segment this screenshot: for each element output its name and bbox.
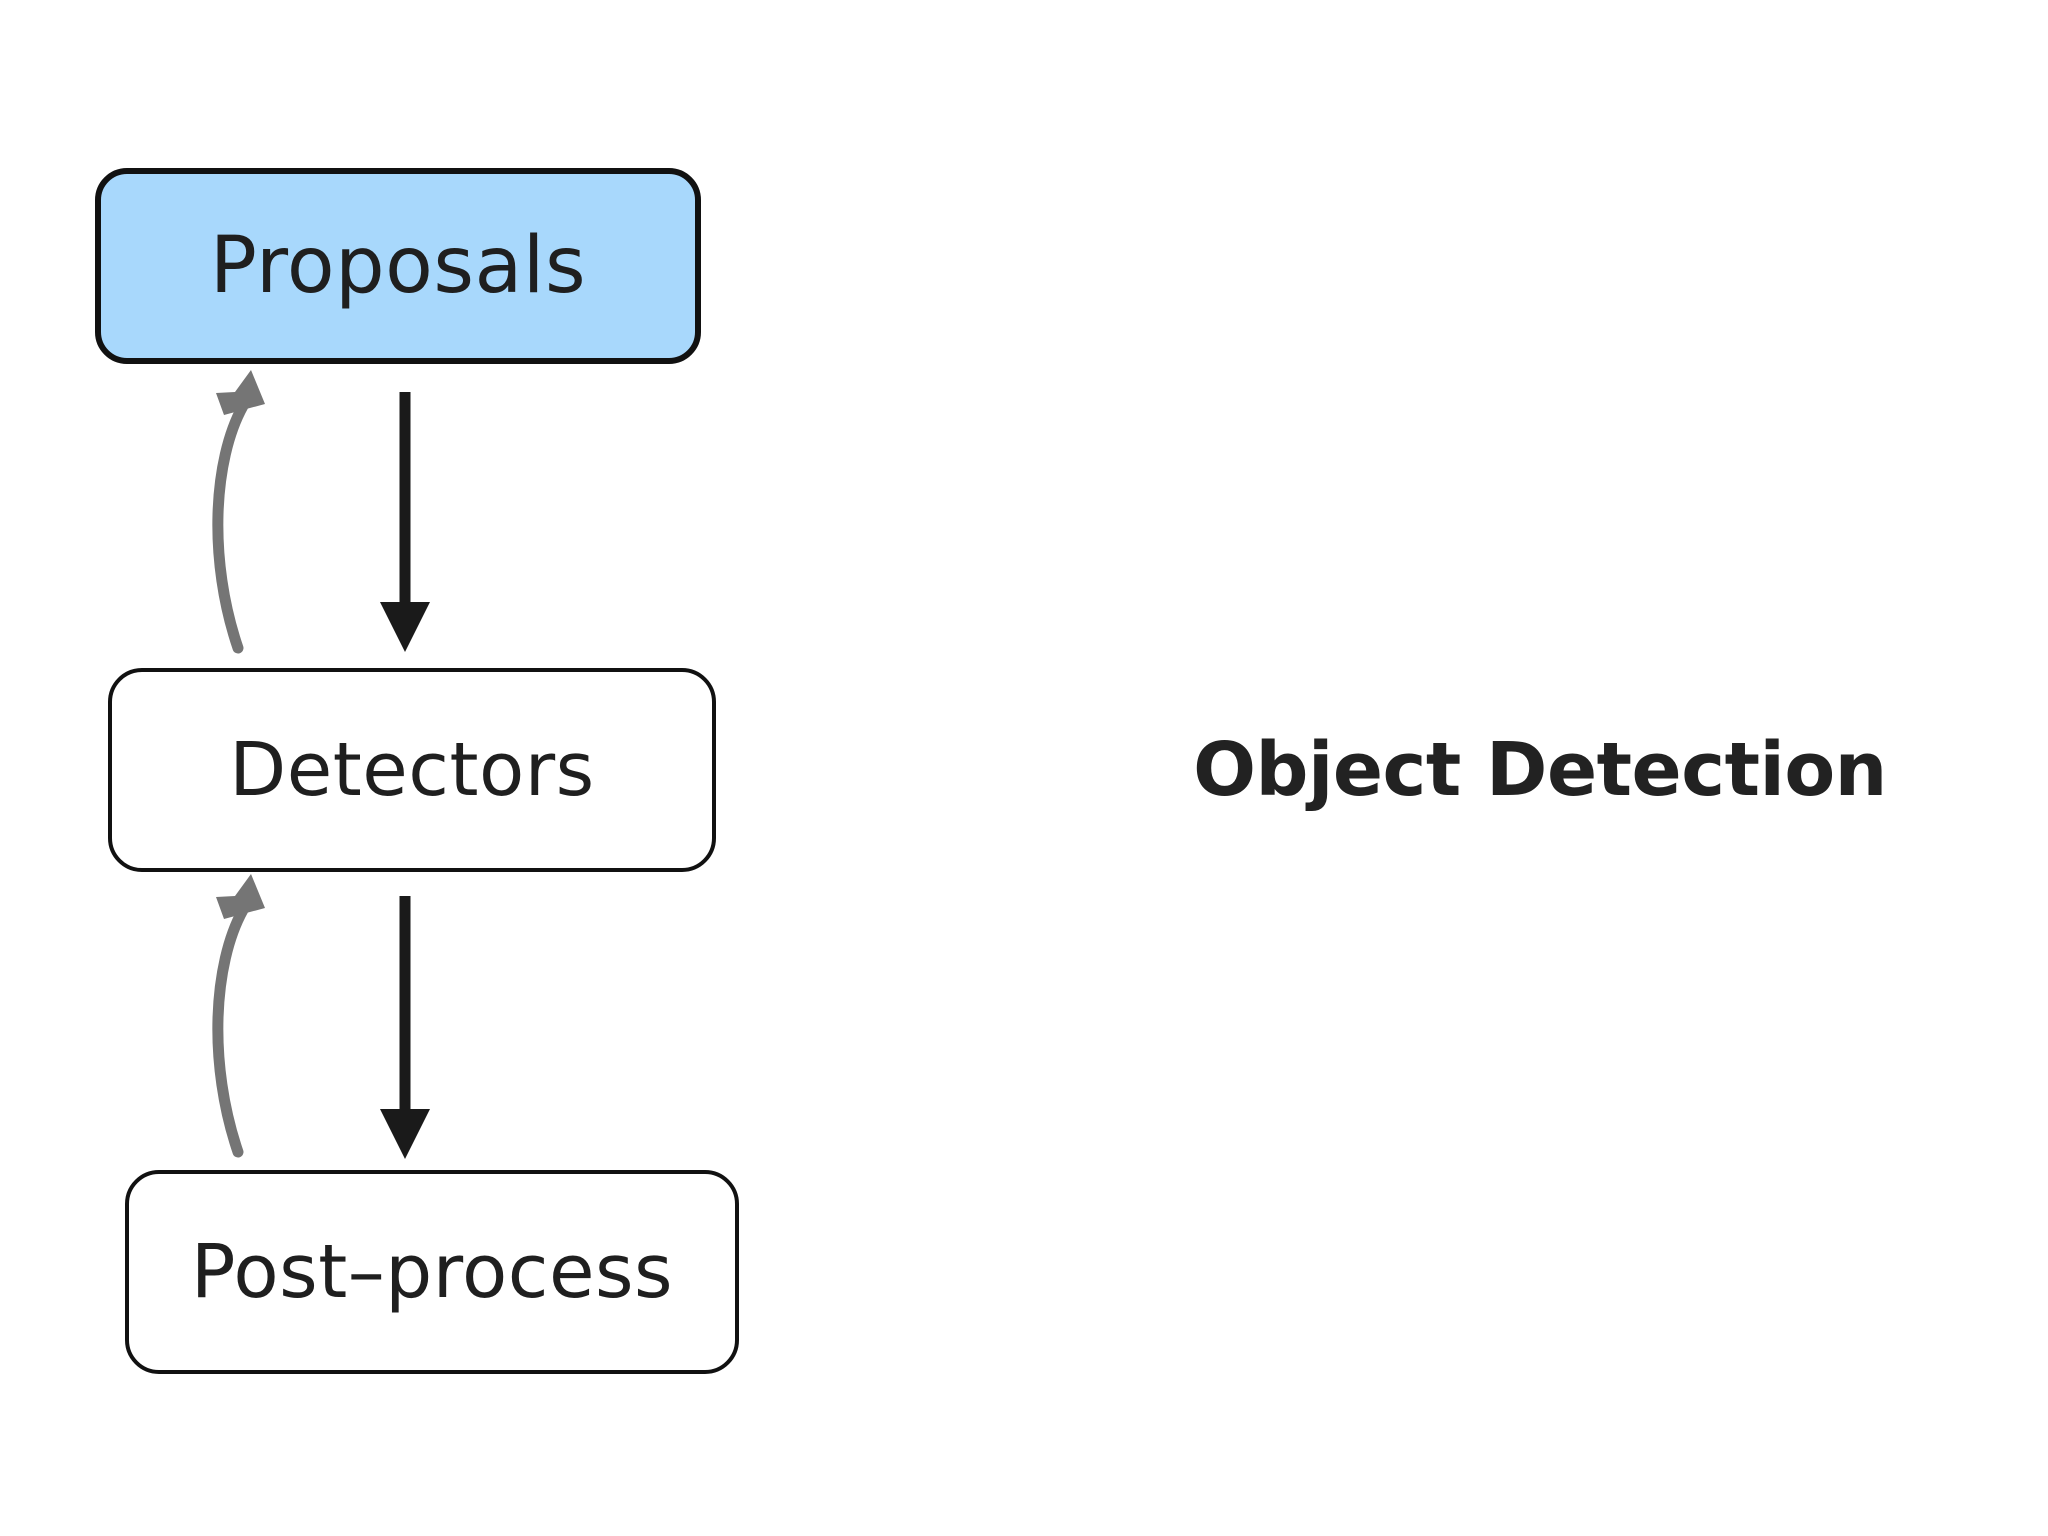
flow-node-detectors-label: Detectors [229, 727, 595, 813]
flow-node-postprocess[interactable]: Post–process [125, 1170, 739, 1374]
edge-detectors-to-postprocess [380, 896, 430, 1159]
edge-detectors-to-proposals [212, 370, 265, 654]
edge-proposals-to-detectors [380, 392, 430, 652]
flow-node-detectors[interactable]: Detectors [108, 668, 716, 872]
flow-node-proposals[interactable]: Proposals [95, 168, 701, 364]
edge-postprocess-to-detectors [212, 874, 265, 1158]
flow-node-postprocess-label: Post–process [190, 1229, 674, 1315]
flow-node-proposals-label: Proposals [209, 221, 587, 311]
section-caption: Object Detection [1193, 727, 1887, 813]
